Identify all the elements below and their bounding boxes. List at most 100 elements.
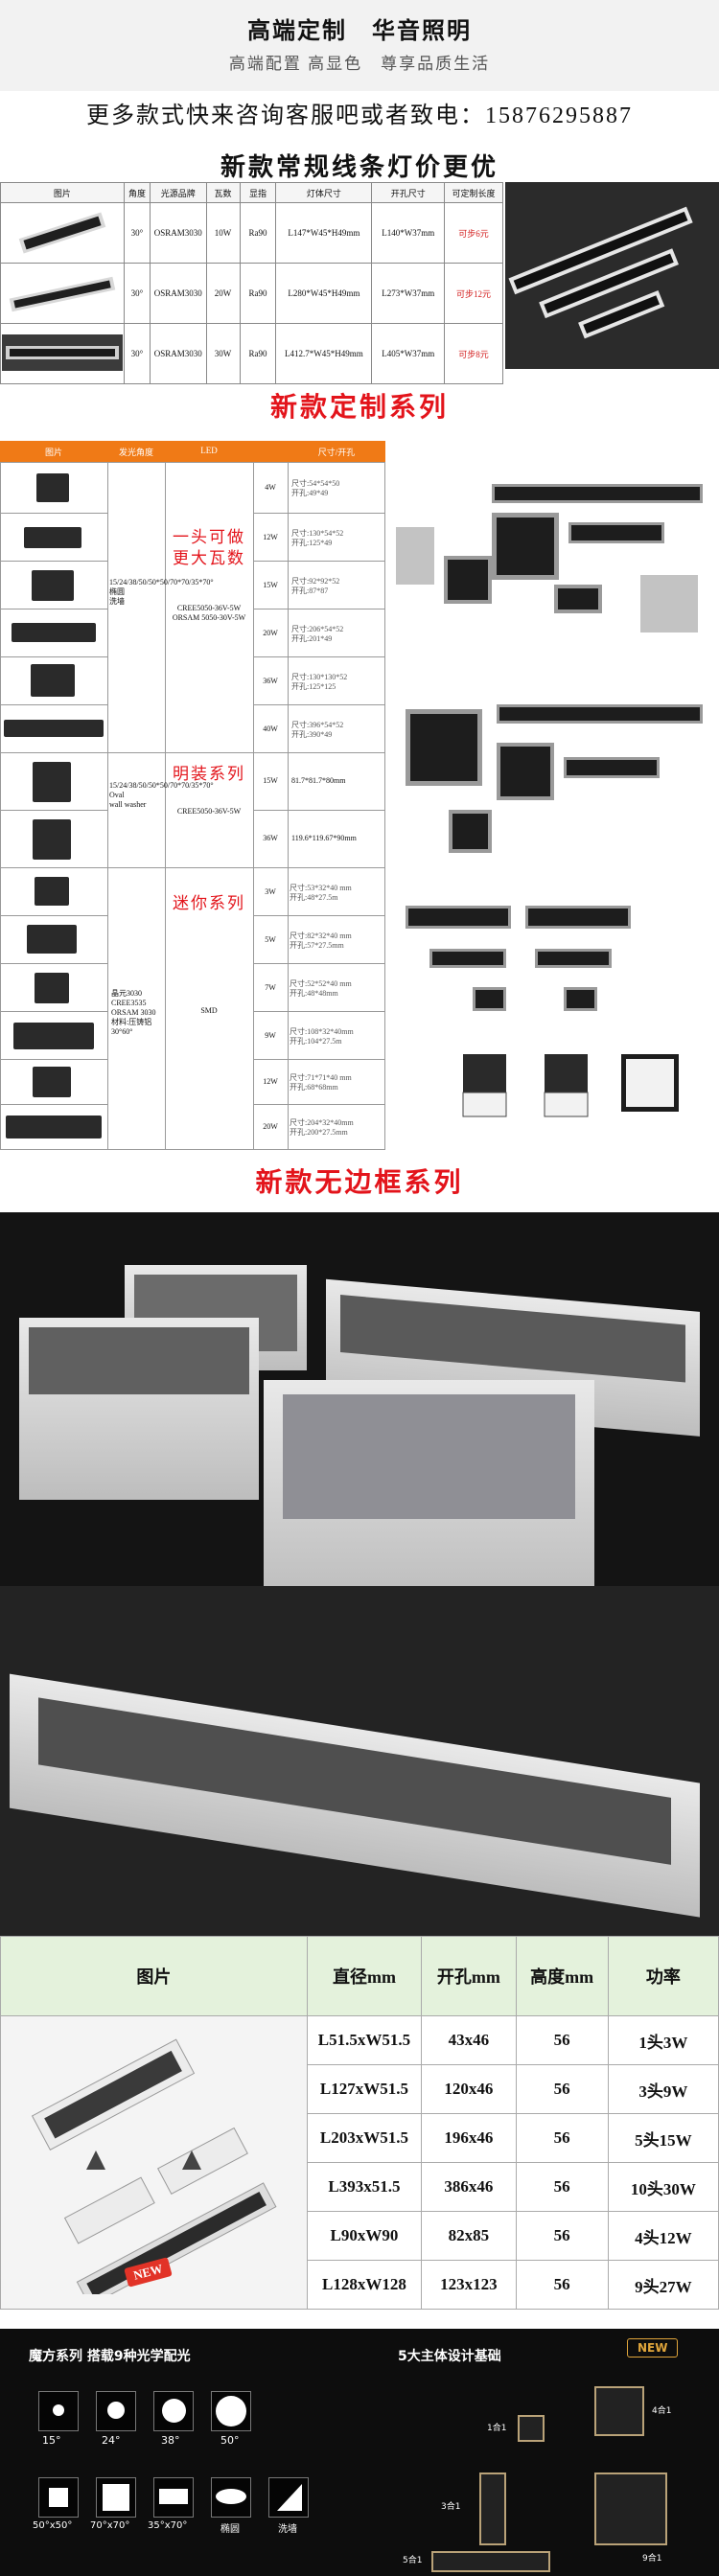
dia-cell: L127xW51.5: [306, 2064, 423, 2114]
module-assembly-image: [32, 2038, 277, 2307]
product-thumbnail: [4, 720, 104, 737]
col-header: 开孔mm: [421, 1936, 517, 2016]
height-cell: 56: [515, 2162, 609, 2212]
beam-24-icon: [96, 2391, 136, 2431]
product-thumbnail: [35, 973, 69, 1003]
size-cell: 尺寸:396*54*52 开孔:390*49: [291, 721, 344, 739]
module-5-icon: [431, 2551, 550, 2572]
watt-cell: 40W: [263, 724, 278, 733]
cube-series-panel: 魔方系列 搭载9种光学配光 5大主体设计基础 NEW 15° 24° 38° 5…: [0, 2329, 719, 2576]
spec-table: 图片 直径mm 开孔mm 高度mm 功率: [0, 1936, 719, 2310]
module-3-icon: [479, 2472, 506, 2545]
beam-square-50-icon: [38, 2477, 79, 2518]
size-cell: 尺寸:108*32*40mm 开孔:104*27.5m: [290, 1027, 354, 1046]
ra-cell: Ra90: [239, 323, 277, 384]
size-cell: L412.7*W45*H49mm: [275, 323, 373, 384]
angle-cell: 晶元3030 CREE3535 ORSAM 3030 材料:压铸铝 30°60°: [111, 989, 156, 1036]
watt-cell: 15W: [263, 581, 278, 589]
beam-38-icon: [153, 2391, 194, 2431]
dia-cell: L128xW128: [306, 2260, 423, 2310]
product-thumbnail: [35, 877, 69, 906]
watt-cell: 10W: [205, 202, 241, 264]
series-note: 迷你系列: [173, 894, 245, 912]
section3-title: 新款无边框系列: [255, 1168, 464, 1198]
brand-cell: OSRAM3030: [150, 323, 207, 384]
brand-title: 高端定制 华音照明: [247, 19, 472, 44]
module-label: 9合1: [642, 2554, 662, 2564]
optics-title: 魔方系列 搭载9种光学配光: [29, 2349, 191, 2364]
col-header: 光源品牌: [150, 182, 207, 203]
table-row: L127xW51.5 120x46 56 3头9W: [1, 2064, 719, 2114]
height-cell: 56: [515, 2015, 609, 2065]
height-cell: 56: [515, 2113, 609, 2163]
module-4-icon: [594, 2386, 644, 2436]
beam-square-70-icon: [96, 2477, 136, 2518]
custom-series-table: 图片 发光角度 LED 尺寸/开孔 15/24/38/50: [0, 441, 385, 1150]
beam-label: 38°: [161, 2434, 180, 2447]
watt-cell: 20W: [205, 263, 241, 324]
beam-label: 椭圆: [220, 2524, 240, 2535]
custom-cell: 可步6元: [444, 202, 503, 264]
size-cell: 尺寸:52*52*40 mm 开孔:48*48mm: [290, 979, 352, 998]
watt-cell: 12W: [263, 533, 278, 541]
watt-cell: 20W: [263, 1122, 278, 1131]
dia-cell: L51.5xW51.5: [306, 2015, 423, 2065]
col-header: 灯体尺寸: [275, 182, 373, 203]
hole-cell: L273*W37mm: [371, 263, 446, 324]
table-row: L128xW128 123x123 56 9头27W: [1, 2260, 719, 2310]
power-cell: 10头30W: [607, 2162, 719, 2212]
height-cell: 56: [515, 2260, 609, 2310]
size-cell: 81.7*81.7*80mm: [291, 776, 346, 785]
watt-cell: 3W: [265, 887, 276, 896]
product-thumbnail: [36, 473, 69, 502]
size-cell: 尺寸:130*130*52 开孔:125*125: [291, 673, 348, 691]
hole-cell: 386x46: [421, 2162, 517, 2212]
size-cell: 尺寸:206*54*52 开孔:201*49: [291, 625, 344, 643]
ra-cell: Ra90: [239, 263, 277, 324]
product-thumbnail: [6, 1116, 102, 1138]
col-header: 图片: [0, 1936, 308, 2016]
price-table: 图片 角度 光源品牌 瓦数 显指 灯体尺寸 开孔尺寸 可定制长度 30° OSR…: [0, 182, 503, 384]
brand-cell: OSRAM3030: [150, 202, 207, 264]
product-photo: [0, 263, 125, 324]
table-header-row: 图片 角度 光源品牌 瓦数 显指 灯体尺寸 开孔尺寸 可定制长度: [0, 182, 503, 203]
dia-cell: L90xW90: [306, 2211, 423, 2261]
size-cell: 尺寸:130*54*52 开孔:125*49: [291, 529, 344, 547]
ra-cell: Ra90: [239, 202, 277, 264]
dia-cell: L393x51.5: [306, 2162, 423, 2212]
brand-cell: OSRAM3030: [150, 263, 207, 324]
angle-cell: 30°: [123, 323, 151, 384]
beam-label: 70°x70°: [90, 2520, 130, 2531]
custom-cell: 可步8元: [444, 323, 503, 384]
height-cell: 56: [515, 2064, 609, 2114]
product-photo: [0, 202, 125, 264]
product-photo: [0, 323, 125, 384]
beam-50-icon: [211, 2391, 251, 2431]
dia-cell: L203xW51.5: [306, 2113, 423, 2163]
new-badge: NEW: [627, 2338, 679, 2358]
hole-cell: 43x46: [421, 2015, 517, 2065]
module-1-icon: [518, 2415, 545, 2442]
col-header: 可定制长度: [444, 182, 503, 203]
section1-title: 新款常规线条灯价更优: [220, 153, 499, 181]
hole-cell: L405*W37mm: [371, 323, 446, 384]
section2-title: 新款定制系列: [269, 393, 449, 423]
module-label: 1合1: [487, 2424, 507, 2433]
series-note: 明装系列: [173, 765, 245, 783]
contact-line: 更多款式快来咨询客服吧或者致电：15876295887: [86, 104, 633, 128]
size-cell: 尺寸:53*32*40 mm 开孔:48*27.5m: [290, 884, 352, 902]
product-thumbnail: [33, 1067, 71, 1097]
angle-cell: 15/24/38/50/50*50/70*70/35*70° Oval wall…: [109, 781, 214, 809]
table-row: 30° OSRAM3030 10W Ra90 L147*W45*H49mm L1…: [0, 202, 503, 264]
col-header: LED: [200, 446, 218, 455]
col-header: 显指: [239, 182, 277, 203]
frameless-series-photo: [0, 1212, 719, 1936]
table-row: 30° OSRAM3030 30W Ra90 L412.7*W45*H49mm …: [0, 323, 503, 384]
hole-cell: 82x85: [421, 2211, 517, 2261]
custom-series-photos: [391, 441, 719, 1150]
power-cell: 4头12W: [607, 2211, 719, 2261]
height-cell: 56: [515, 2211, 609, 2261]
module-9-icon: [594, 2472, 667, 2545]
product-thumbnail: [33, 762, 71, 802]
led-cell: CREE5050-36V-5W: [176, 807, 242, 816]
